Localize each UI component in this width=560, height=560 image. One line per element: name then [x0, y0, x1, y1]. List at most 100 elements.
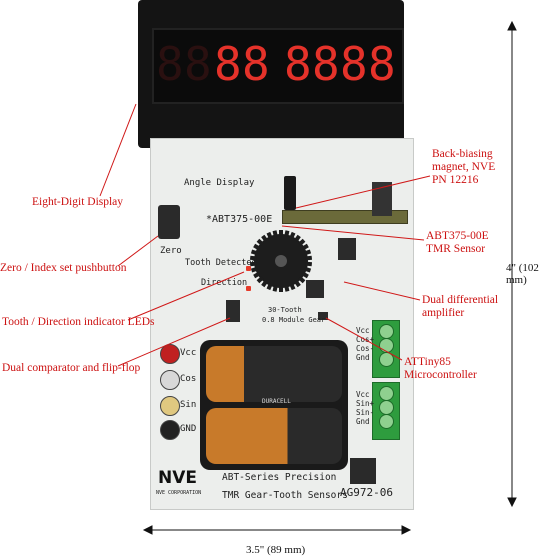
- gear-tooth: [253, 271, 261, 279]
- title-line-1: ABT-Series Precision: [222, 472, 337, 483]
- callout-magnet-1: Back-biasing: [432, 148, 493, 160]
- gear-tooth: [261, 280, 268, 288]
- gear-tooth: [305, 261, 313, 267]
- gear-label-1: 30-Tooth: [268, 306, 302, 314]
- connector2-vcc: Vcc: [356, 390, 370, 399]
- digit-2: 8: [184, 37, 212, 91]
- connector1-vcc: Vcc: [356, 326, 370, 335]
- direction-label: Direction: [201, 278, 248, 288]
- digit-1: 8: [156, 37, 184, 91]
- gear-tooth: [289, 231, 296, 239]
- digit-4: 8: [242, 37, 270, 91]
- bottom-connector: [350, 458, 376, 484]
- line-display: [99, 103, 137, 197]
- callout-magnet-3: PN 12216: [432, 174, 479, 186]
- width-dimension-label: 3.5" (89 mm): [246, 544, 306, 556]
- connector2-gnd: Gnd: [356, 417, 370, 426]
- callout-leds: Tooth / Direction indicator LEDs: [2, 316, 155, 328]
- gear-tooth: [261, 234, 268, 242]
- digit-5: 8: [284, 37, 312, 91]
- height-arrow-top: [507, 20, 517, 31]
- callout-comparator: Dual comparator and flip-flop: [2, 362, 141, 374]
- terminal-label-sin: Sin: [180, 400, 197, 410]
- battery-1: [206, 346, 342, 402]
- gear-tooth: [298, 238, 306, 246]
- gear-tooth: [250, 249, 258, 256]
- connector2-sin-plus: Sin+: [356, 399, 375, 408]
- gear-tooth: [284, 230, 290, 237]
- small-ic: [338, 238, 356, 260]
- callout-sensor-2: TMR Sensor: [426, 243, 486, 255]
- line-magnet: [295, 175, 431, 209]
- part-label: *ABT375-00E: [206, 214, 273, 225]
- tooth-led: [246, 266, 251, 271]
- gear-tooth: [301, 271, 309, 279]
- gear-tooth: [301, 243, 309, 251]
- gear-tooth: [256, 276, 264, 284]
- nve-logo: NVE: [158, 468, 197, 488]
- digit-7: 8: [340, 37, 368, 91]
- callout-sensor: ABT375-00E TMR Sensor: [426, 230, 489, 256]
- gear-tooth: [250, 266, 258, 273]
- gear-tooth: [272, 285, 278, 292]
- height-dimension-label: 4" (102 mm): [506, 262, 539, 286]
- gear-tooth: [294, 280, 301, 288]
- gear-tooth: [249, 261, 257, 267]
- digit-8: 8: [368, 37, 396, 91]
- callout-mcu-2: Microcontroller: [404, 369, 477, 381]
- zero-pushbutton[interactable]: [158, 205, 180, 239]
- callout-sensor-1: ABT375-00E: [426, 230, 489, 242]
- gear-tooth: [253, 243, 261, 251]
- terminal-gnd[interactable]: [160, 420, 180, 440]
- amplifier-ic: [306, 280, 324, 298]
- line-zero: [117, 235, 159, 267]
- tooth-detected-label: Tooth Detected: [185, 258, 257, 268]
- connector2-labels: Vcc Sin+ Sin- Gnd: [356, 390, 374, 426]
- gear-tooth: [266, 283, 273, 291]
- title-line-2: TMR Gear-Tooth Sensors: [222, 490, 348, 501]
- callout-amp-2: amplifier: [422, 307, 465, 319]
- height-arrow-bottom: [507, 497, 517, 508]
- callout-zero: Zero / Index set pushbutton: [0, 262, 127, 274]
- line-mcu: [325, 317, 403, 361]
- gear-tooth: [249, 255, 257, 261]
- terminal-cos[interactable]: [160, 370, 180, 390]
- gear-tooth: [289, 283, 296, 291]
- microcontroller-ic: [318, 312, 328, 320]
- connector-sin[interactable]: [372, 382, 400, 440]
- header-pins: [372, 182, 392, 216]
- gear: [249, 230, 313, 292]
- connector1-cos-minus: Cos-: [356, 344, 375, 353]
- gear-tooth: [284, 285, 290, 292]
- terminal-sin[interactable]: [160, 396, 180, 416]
- nve-logo-sub: NVE CORPORATION: [156, 490, 202, 496]
- gear-tooth: [298, 276, 306, 284]
- line-amp: [343, 281, 421, 301]
- comparator-ic: [226, 300, 240, 322]
- callout-magnet-2: magnet, NVE: [432, 161, 496, 173]
- magnet: [284, 176, 296, 210]
- digit-6: 8: [312, 37, 340, 91]
- terminal-label-gnd: GND: [180, 424, 197, 434]
- callout-mcu: ATTiny85 Microcontroller: [404, 356, 477, 382]
- gear-label-2: 0.8 Module Gear: [262, 316, 326, 324]
- gear-tooth: [272, 230, 278, 237]
- gear-tooth: [305, 255, 313, 261]
- line-comparator: [117, 317, 231, 367]
- gear-tooth: [279, 230, 283, 236]
- eight-digit-display: [152, 28, 404, 104]
- line-sensor: [281, 225, 425, 241]
- callout-magnet: Back-biasing magnet, NVE PN 12216: [432, 148, 495, 187]
- digit-3: 8: [214, 37, 242, 91]
- terminal-label-cos: Cos: [180, 374, 197, 384]
- gear-tooth: [294, 234, 301, 242]
- callout-display: Eight-Digit Display: [32, 196, 124, 208]
- callout-mcu-1: ATTiny85: [404, 356, 451, 368]
- callout-amp-1: Dual differential: [422, 294, 499, 306]
- board-id: AG972-06: [340, 486, 393, 499]
- direction-led: [246, 286, 251, 291]
- width-arrow-right: [401, 525, 412, 535]
- battery-2: [206, 408, 342, 464]
- terminal-vcc[interactable]: [160, 344, 180, 364]
- callout-amp: Dual differential amplifier: [422, 294, 498, 320]
